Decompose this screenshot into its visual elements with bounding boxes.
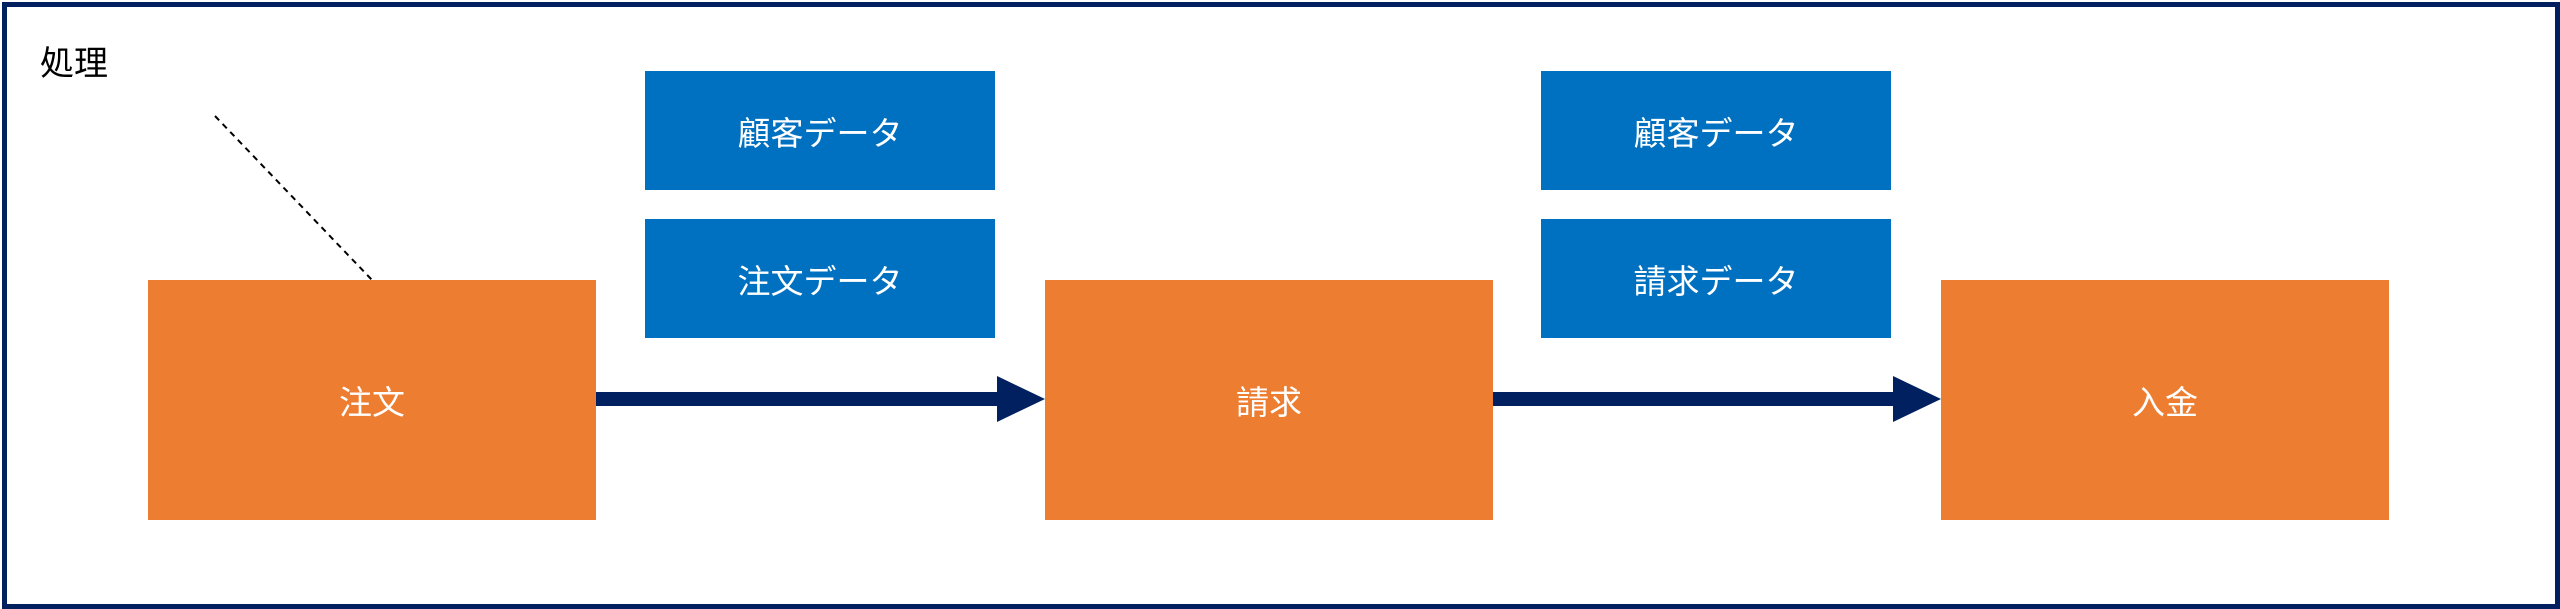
- data-billing: 請求データ: [1541, 219, 1891, 338]
- callout-leader-line: [214, 115, 373, 281]
- data-customer-2: 顧客データ: [1541, 71, 1891, 190]
- arrow-order-to-billing: [596, 376, 1045, 422]
- process-order: 注文: [148, 280, 596, 520]
- data-order: 注文データ: [645, 219, 995, 338]
- process-payment: 入金: [1941, 280, 2389, 520]
- arrow-billing-to-payment: [1492, 376, 1941, 422]
- process-billing: 請求: [1045, 280, 1493, 520]
- data-customer-1: 顧客データ: [645, 71, 995, 190]
- callout-label: 処理: [40, 44, 108, 84]
